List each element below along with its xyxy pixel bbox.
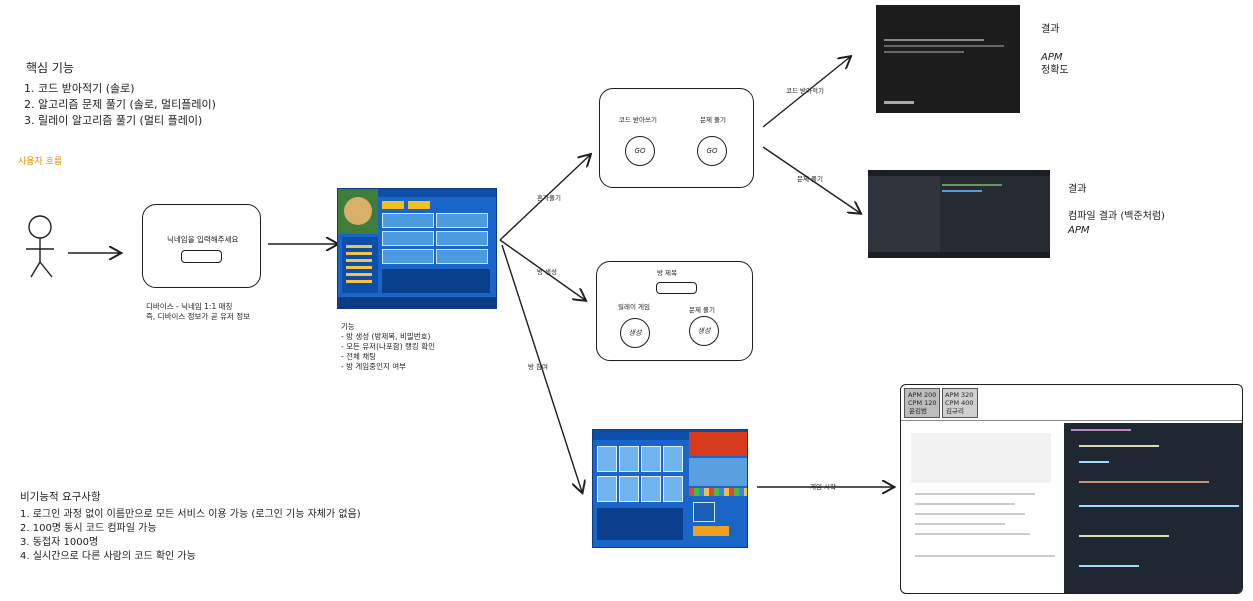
nickname-input[interactable] (181, 250, 222, 263)
core-item-3: 3. 릴레이 알고리즘 풀기 (멀티 플레이) (24, 114, 203, 127)
typing-result-apm: APM (1041, 52, 1063, 63)
lobby-features-title: 기능 (341, 322, 355, 331)
core-title: 핵심 기능 (26, 61, 74, 75)
user-flow-label: 사용자 흐름 (18, 157, 63, 167)
room-create-screen (596, 261, 753, 361)
arrow-lobby-to-join (501, 244, 582, 492)
login-note-1: 디바이스 - 닉네임 1:1 매칭 (146, 302, 233, 311)
arrow-solo-to-problem (762, 146, 860, 213)
typing-go-button[interactable]: GO (625, 136, 655, 166)
nonfunc-item-3: 3. 동접자 1000명 (20, 537, 99, 548)
arrow-lobby-to-solo (499, 155, 590, 241)
player-2-name: 김규리 (946, 407, 964, 415)
login-note-2: 즉, 디바이스 정보가 곧 유저 정보 (146, 312, 251, 321)
nonfunc-item-2: 2. 100명 동시 코드 컴파일 가능 (20, 523, 157, 534)
typing-result-screenshot (876, 5, 1020, 113)
relay-mode-label: 릴레이 게임 (618, 303, 650, 311)
problem-result-apm: APM (1068, 225, 1090, 236)
relay-create-button[interactable]: 생성 (620, 318, 650, 348)
player-2-stats: APM 320 CPM 400 (945, 391, 974, 407)
lobby-feature-3: - 전체 채팅 (341, 352, 377, 361)
problem-result-compile: 컴파일 결과 (백준처럼) (1068, 211, 1165, 222)
edge-label-join: 방 참여 (528, 363, 549, 371)
core-item-2: 2. 알고리즘 문제 풀기 (솔로, 멀티플레이) (24, 98, 216, 111)
lobby-screenshot (337, 188, 497, 309)
typing-result-accuracy: 정확도 (1041, 65, 1069, 76)
edge-label-create: 방 생성 (537, 268, 558, 276)
arrow-lobby-to-room (499, 239, 585, 300)
room-title-input[interactable] (656, 282, 697, 294)
arrow-solo-to-typing (762, 57, 850, 128)
edge-label-solo: 혼자풀기 (537, 194, 561, 202)
core-item-1: 1. 코드 받아적기 (솔로) (24, 82, 135, 95)
nonfunc-title: 비기능적 요구사항 (20, 491, 101, 503)
lobby-feature-1: - 방 생성 (방제목, 비밀번호) (341, 332, 431, 341)
lobby-feature-4: - 방 게임중인지 여부 (341, 362, 407, 371)
nickname-prompt: 닉네임을 입력해주세요 (167, 235, 239, 244)
problem-result-screenshot (868, 170, 1050, 258)
room-screenshot (592, 429, 748, 548)
typing-result-title: 결과 (1041, 24, 1060, 35)
player-1-name: 윤김범 (909, 407, 927, 415)
edge-label-problem: 문제 풀기 (797, 175, 823, 183)
user-stick-figure (26, 215, 54, 278)
nonfunc-item-1: 1. 로그인 과정 없이 이름만으로 모든 서비스 이용 가능 (로그인 기능 … (20, 509, 361, 520)
player-card-2 (942, 388, 978, 418)
player-1-stats: APM 200 CPM 120 (908, 391, 937, 407)
edge-label-start: 게임 시작 (810, 483, 836, 491)
player-card-1 (904, 388, 940, 418)
problem-mode-label: 문제 풀기 (700, 116, 726, 124)
edge-label-typing: 코드 받아적기 (786, 87, 824, 95)
problem-go-button[interactable]: GO (697, 136, 727, 166)
room-title-label: 방 제목 (657, 269, 678, 277)
login-screen (142, 204, 261, 288)
problem-create-button[interactable]: 생성 (689, 316, 719, 346)
room-problem-label: 문제 풀기 (689, 306, 715, 314)
relay-game-screenshot: APM 200 CPM 120 윤김범 APM 320 CPM 400 김규리 (900, 384, 1243, 594)
lobby-feature-2: - 모든 유저(나포함) 랭킹 확인 (341, 342, 435, 351)
typing-mode-label: 코드 받아쓰기 (619, 116, 657, 124)
problem-result-title: 결과 (1068, 184, 1087, 195)
solo-mode-screen (599, 88, 754, 188)
nonfunc-item-4: 4. 실시간으로 다른 사람의 코드 확인 가능 (20, 551, 196, 562)
